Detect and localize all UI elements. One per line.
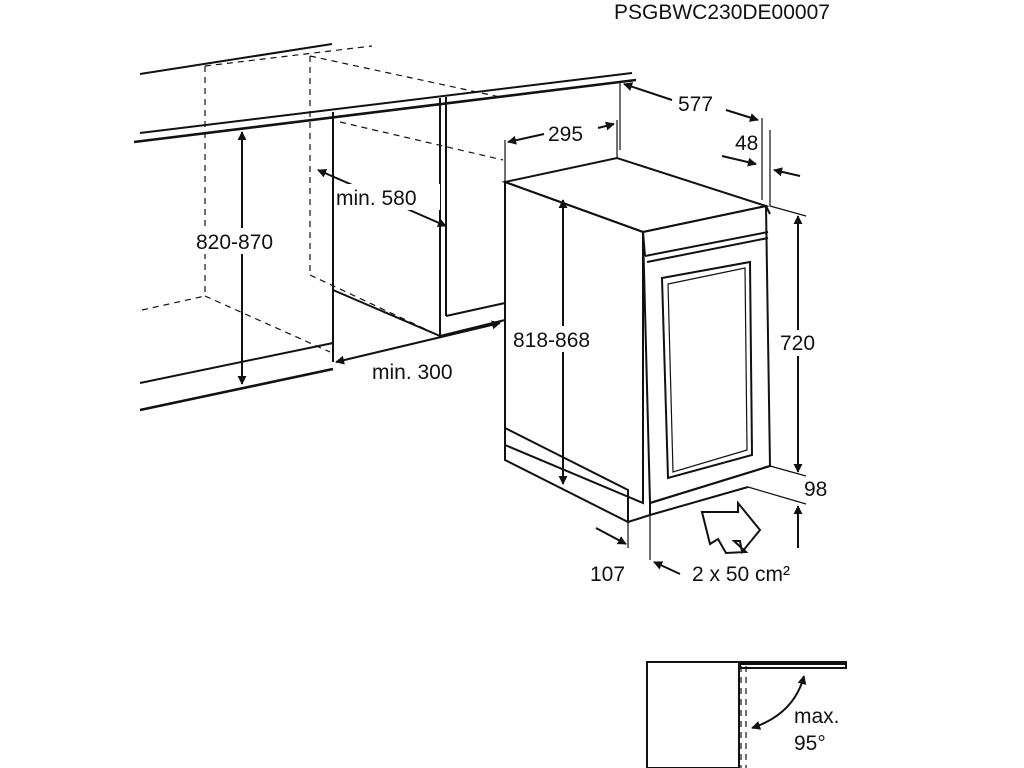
cabinet-niche xyxy=(133,43,637,412)
ventilation-arrow-icon xyxy=(700,500,762,555)
appliance-depth-dimension xyxy=(619,82,763,200)
door-angle-label-line1: max. xyxy=(794,705,840,728)
plinth-height-label: 98 xyxy=(804,478,827,501)
plinth-depth-label: 107 xyxy=(590,563,625,586)
plinth-height-dimension xyxy=(747,486,807,548)
cabinet-height-label: 820-870 xyxy=(196,231,273,254)
niche-width-label: min. 300 xyxy=(372,361,453,384)
door-thickness-label: 48 xyxy=(735,132,758,155)
door-height-label: 720 xyxy=(780,332,815,355)
appliance-width-label: 295 xyxy=(548,123,583,146)
niche-width-dimension xyxy=(335,320,501,365)
niche-depth-label: min. 580 xyxy=(336,187,417,210)
appliance-height-label: 818-868 xyxy=(513,329,590,352)
door-thickness-dimension xyxy=(721,130,801,206)
document-code: PSGBWC230DE00007 xyxy=(614,1,830,24)
plinth-depth-dimension xyxy=(595,515,681,575)
ventilation-label: 2 x 50 cm² xyxy=(692,563,790,586)
appliance-depth-label: 577 xyxy=(678,93,713,116)
appliance-width-dimension xyxy=(504,120,618,182)
door-opening-detail xyxy=(646,661,847,768)
door-angle-label-line2: 95° xyxy=(794,732,826,755)
